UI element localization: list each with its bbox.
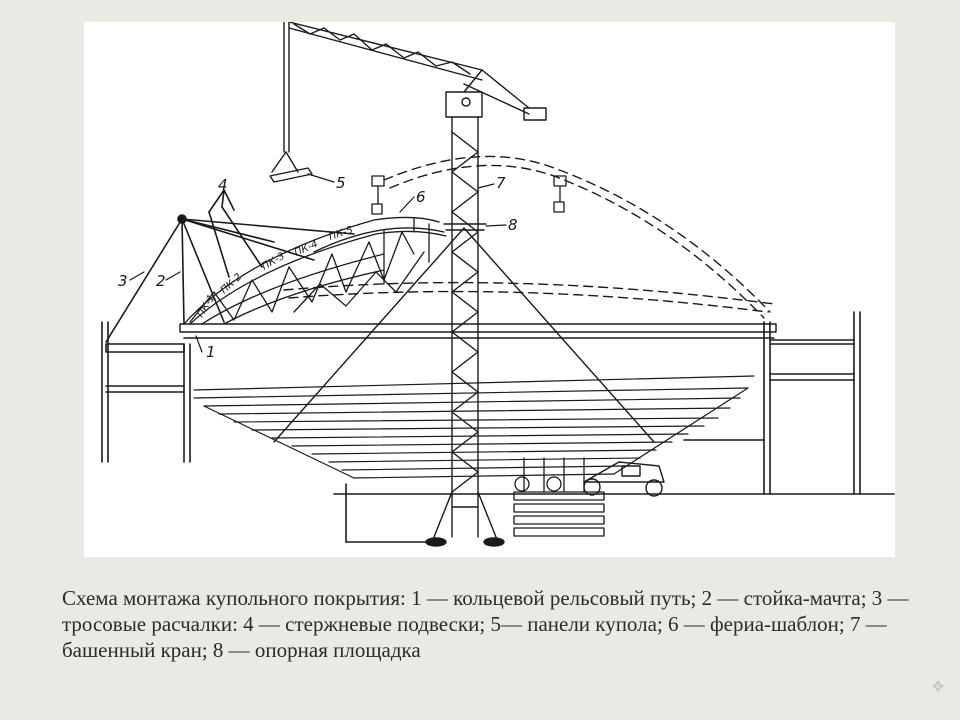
callout-7: 7 bbox=[496, 174, 506, 192]
callout-3: 3 bbox=[118, 272, 128, 290]
callout-8: 8 bbox=[508, 216, 518, 234]
callout-labels: 1 2 3 4 5 6 7 8 bbox=[118, 174, 518, 361]
diagram-panel: 1 2 3 4 5 6 7 8 ПК-1 ПК-2 bbox=[84, 22, 895, 557]
stacked-panels bbox=[513, 457, 605, 537]
panel-tag-pk3: ПК-3 bbox=[260, 251, 287, 273]
ground-lines bbox=[333, 483, 895, 543]
right-building bbox=[683, 311, 861, 495]
panel-tag-pk1: ПК-1 bbox=[195, 293, 217, 320]
tower-crane bbox=[269, 22, 547, 547]
truck bbox=[583, 461, 665, 497]
slide-corner-mark-icon: ❖ bbox=[930, 677, 946, 696]
callout-1: 1 bbox=[206, 343, 216, 361]
callout-5: 5 bbox=[336, 174, 346, 192]
dome-hoists bbox=[371, 175, 567, 215]
callout-2: 2 bbox=[156, 272, 166, 290]
stepped-tiers bbox=[193, 375, 755, 479]
figure-caption: Схема монтажа купольного покрытия: 1 — к… bbox=[62, 586, 909, 662]
left-building bbox=[101, 321, 191, 463]
mast-and-guys bbox=[105, 189, 355, 343]
dome-assembly-diagram: 1 2 3 4 5 6 7 8 ПК-1 ПК-2 bbox=[101, 22, 895, 547]
callout-4: 4 bbox=[218, 176, 228, 194]
fermi-template bbox=[313, 217, 445, 253]
dome-panel-truss bbox=[183, 216, 447, 325]
callout-leaders bbox=[129, 173, 507, 353]
support-platform bbox=[273, 223, 655, 443]
callout-6: 6 bbox=[416, 188, 426, 206]
